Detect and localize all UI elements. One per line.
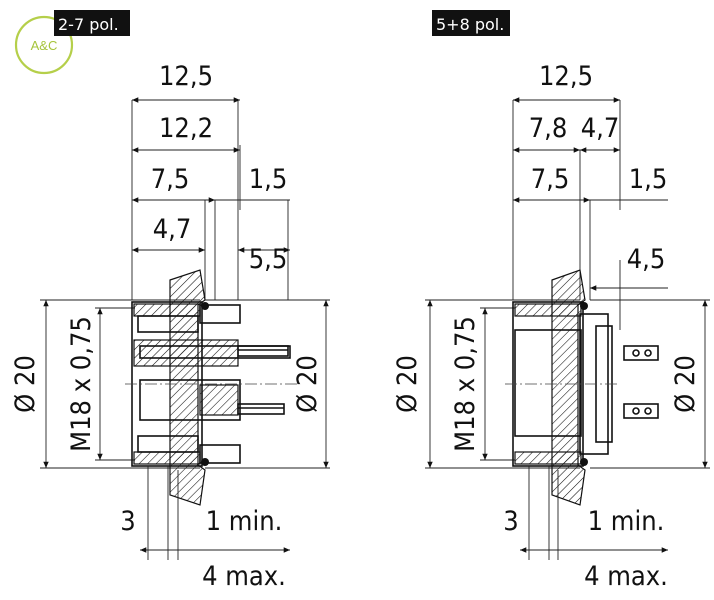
right-dim-1-5: 1,5 bbox=[629, 164, 668, 195]
right-drawing: 12,5 7,8 4,7 7,5 1,5 4,5 Ø 20 M18 x 0,75… bbox=[392, 61, 710, 592]
logo: A&C bbox=[14, 15, 74, 75]
right-dim-3: 3 bbox=[503, 506, 518, 537]
left-dim-12-2: 12,2 bbox=[159, 113, 213, 144]
logo-ring bbox=[14, 15, 74, 75]
left-dim-3: 3 bbox=[120, 506, 135, 537]
right-dim-1-min: 1 min. bbox=[588, 506, 665, 537]
right-title: 5+8 pol. bbox=[436, 15, 504, 34]
right-thread: M18 x 0,75 bbox=[450, 316, 481, 452]
right-title-badge: 5+8 pol. bbox=[432, 10, 510, 36]
left-dim-7-5: 7,5 bbox=[151, 164, 190, 195]
logo-text: A&C bbox=[31, 38, 58, 53]
right-dim-4-max: 4 max. bbox=[584, 561, 668, 592]
right-dia-20-outer: Ø 20 bbox=[392, 355, 423, 413]
left-dim-12-5: 12,5 bbox=[159, 61, 213, 92]
left-thread: M18 x 0,75 bbox=[66, 316, 97, 452]
right-dim-4-5: 4,5 bbox=[627, 244, 666, 275]
right-dim-7-5: 7,5 bbox=[531, 164, 570, 195]
left-dim-5-5: 5,5 bbox=[249, 244, 288, 275]
left-dia-20-right: Ø 20 bbox=[292, 355, 323, 413]
left-title: 2-7 pol. bbox=[58, 15, 119, 34]
right-solder-pins bbox=[623, 345, 659, 419]
right-dia-20-right: Ø 20 bbox=[670, 355, 701, 413]
left-dim-4-7: 4,7 bbox=[153, 214, 192, 245]
left-dim-1-min: 1 min. bbox=[206, 506, 283, 537]
left-title-badge: 2-7 pol. bbox=[54, 10, 130, 36]
left-drawing: 12,5 12,2 7,5 1,5 4,7 5,5 Ø 20 M18 x 0,7… bbox=[10, 61, 330, 592]
left-dim-1-5: 1,5 bbox=[249, 164, 288, 195]
right-dim-4-7: 4,7 bbox=[581, 113, 620, 144]
right-dim-12-5: 12,5 bbox=[539, 61, 593, 92]
left-dia-20-outer: Ø 20 bbox=[10, 355, 41, 413]
right-dim-7-8: 7,8 bbox=[529, 113, 568, 144]
left-dim-4-max: 4 max. bbox=[202, 561, 286, 592]
